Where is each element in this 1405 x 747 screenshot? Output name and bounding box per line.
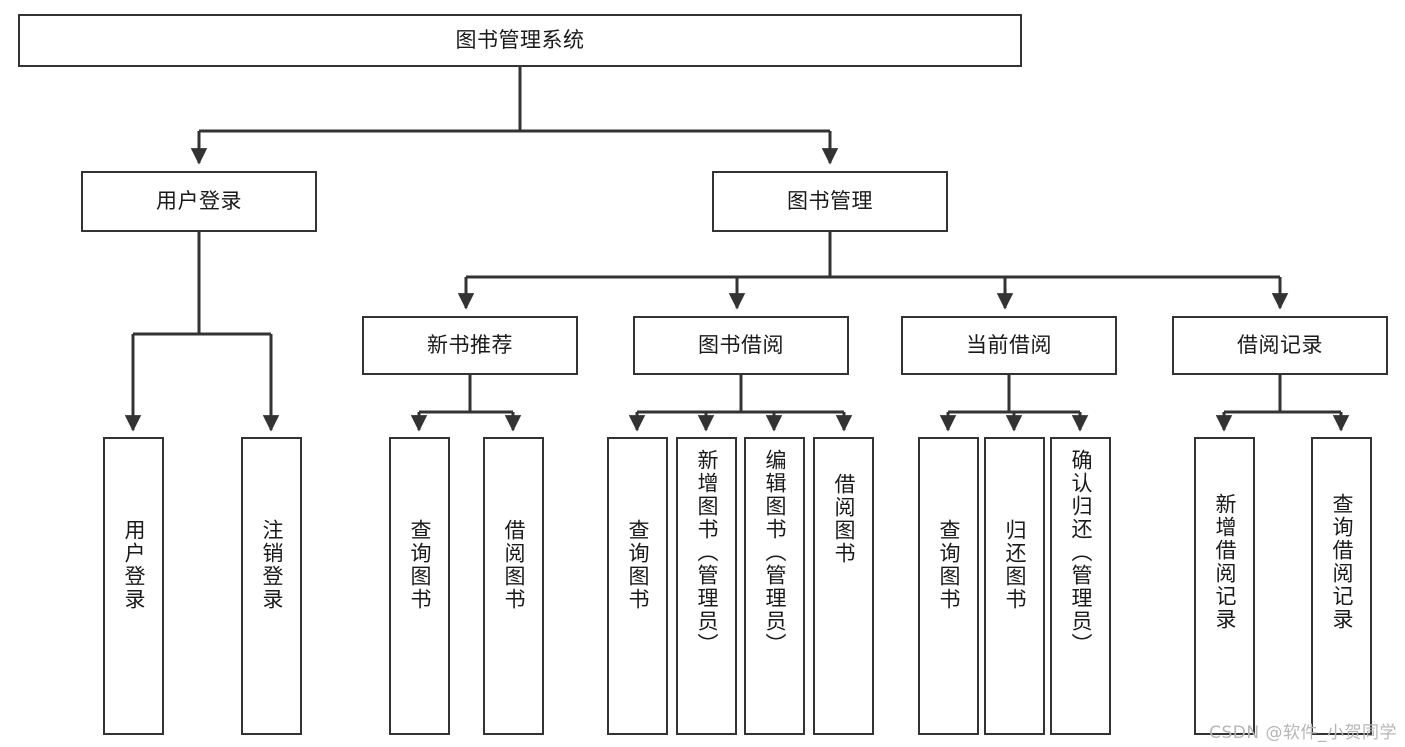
node-leaf-query-book-1-label: 查询图书 xyxy=(408,519,432,611)
node-leaf-borrow-book-1-label: 借阅图书 xyxy=(502,519,526,611)
node-leaf-edit-book-label: 编辑图书（管理员） xyxy=(763,449,787,656)
node-book-borrow[interactable]: 图书借阅 xyxy=(633,316,849,375)
node-user-login[interactable]: 用户登录 xyxy=(81,171,317,232)
node-root[interactable]: 图书管理系统 xyxy=(18,14,1022,67)
node-leaf-query-book-3[interactable]: 查询图书 xyxy=(918,437,979,735)
node-leaf-add-book[interactable]: 新增图书（管理员） xyxy=(676,437,737,735)
node-leaf-logout[interactable]: 注销登录 xyxy=(241,437,302,735)
node-new-book-recommend-label: 新书推荐 xyxy=(427,332,513,357)
node-leaf-add-record[interactable]: 新增借阅记录 xyxy=(1194,437,1255,735)
node-leaf-query-book-2-label: 查询图书 xyxy=(626,519,650,611)
node-leaf-add-book-label: 新增图书（管理员） xyxy=(695,449,719,656)
node-current-borrow-label: 当前借阅 xyxy=(966,332,1052,357)
node-book-management-label: 图书管理 xyxy=(787,188,873,213)
node-book-management[interactable]: 图书管理 xyxy=(712,171,948,232)
node-leaf-confirm-return[interactable]: 确认归还（管理员） xyxy=(1050,437,1111,735)
node-book-borrow-label: 图书借阅 xyxy=(698,332,784,357)
node-leaf-borrow-book-1[interactable]: 借阅图书 xyxy=(483,437,544,735)
node-leaf-edit-book[interactable]: 编辑图书（管理员） xyxy=(744,437,805,735)
node-leaf-query-record-label: 查询借阅记录 xyxy=(1330,493,1354,631)
node-root-label: 图书管理系统 xyxy=(455,27,585,52)
node-leaf-user-login-label: 用户登录 xyxy=(122,519,146,611)
node-leaf-borrow-book-2-label: 借阅图书 xyxy=(832,473,856,565)
node-leaf-borrow-book-2[interactable]: 借阅图书 xyxy=(813,437,874,735)
node-leaf-query-book-2[interactable]: 查询图书 xyxy=(607,437,668,735)
node-borrow-record-label: 借阅记录 xyxy=(1237,332,1323,357)
node-leaf-query-book-1[interactable]: 查询图书 xyxy=(389,437,450,735)
node-leaf-return-book[interactable]: 归还图书 xyxy=(984,437,1045,735)
node-user-login-label: 用户登录 xyxy=(156,188,242,213)
node-leaf-user-login[interactable]: 用户登录 xyxy=(103,437,164,735)
node-leaf-query-record[interactable]: 查询借阅记录 xyxy=(1311,437,1372,735)
node-current-borrow[interactable]: 当前借阅 xyxy=(901,316,1117,375)
node-new-book-recommend[interactable]: 新书推荐 xyxy=(362,316,578,375)
node-leaf-add-record-label: 新增借阅记录 xyxy=(1213,493,1237,631)
node-leaf-confirm-return-label: 确认归还（管理员） xyxy=(1069,449,1093,656)
node-leaf-logout-label: 注销登录 xyxy=(260,519,284,611)
node-borrow-record[interactable]: 借阅记录 xyxy=(1172,316,1388,375)
node-leaf-return-book-label: 归还图书 xyxy=(1003,519,1027,611)
watermark-text: CSDN @软件_小贺同学 xyxy=(1209,723,1397,743)
node-leaf-query-book-3-label: 查询图书 xyxy=(937,519,961,611)
